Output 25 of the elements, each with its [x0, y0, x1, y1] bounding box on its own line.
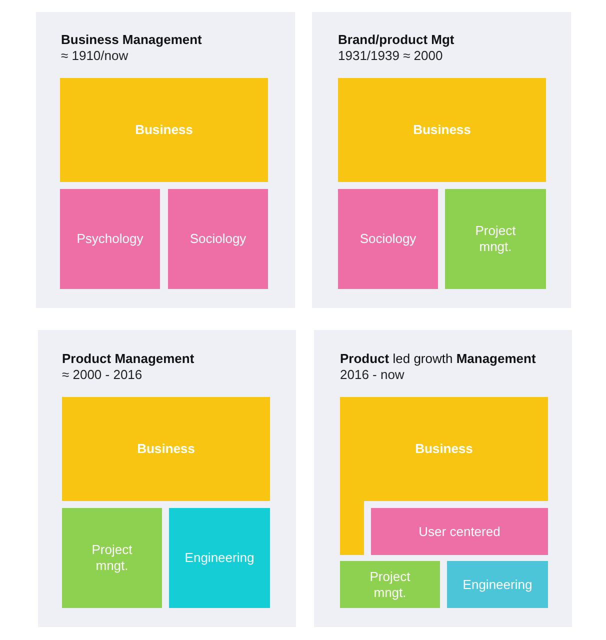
era-panel	[36, 12, 295, 308]
era-panel	[38, 330, 296, 627]
tile-label: Project mngt.	[92, 542, 132, 574]
date-range: 2016 - now	[340, 367, 404, 383]
date-range: 1931/1939 ≈ 2000	[338, 48, 443, 64]
tile-label: Business	[137, 441, 195, 457]
date-range: ≈ 2000 - 2016	[62, 367, 142, 383]
era-panel	[314, 330, 572, 627]
tile-label: Project mngt.	[475, 223, 516, 255]
panel-title: Product Management	[62, 351, 194, 367]
tile-label: Psychology	[76, 231, 144, 247]
tile-label: Sociology	[360, 231, 416, 247]
panel-title: Product led growth Management	[340, 351, 536, 367]
tile-label: Engineering	[462, 576, 532, 592]
date-range: ≈ 1910/now	[61, 48, 128, 64]
tile-label: Business	[413, 122, 471, 138]
tile-label: Project mngt.	[370, 568, 410, 600]
tile-label: Business	[415, 441, 473, 457]
tile-label: User centered	[418, 524, 500, 540]
tile-label: Business	[135, 122, 193, 138]
panel-title: Brand/product Mgt	[338, 32, 454, 48]
era-panel	[312, 12, 571, 308]
tile-label: Sociology	[190, 231, 246, 247]
tile-label: Engineering	[184, 550, 254, 566]
panel-title: Business Management	[61, 32, 202, 48]
